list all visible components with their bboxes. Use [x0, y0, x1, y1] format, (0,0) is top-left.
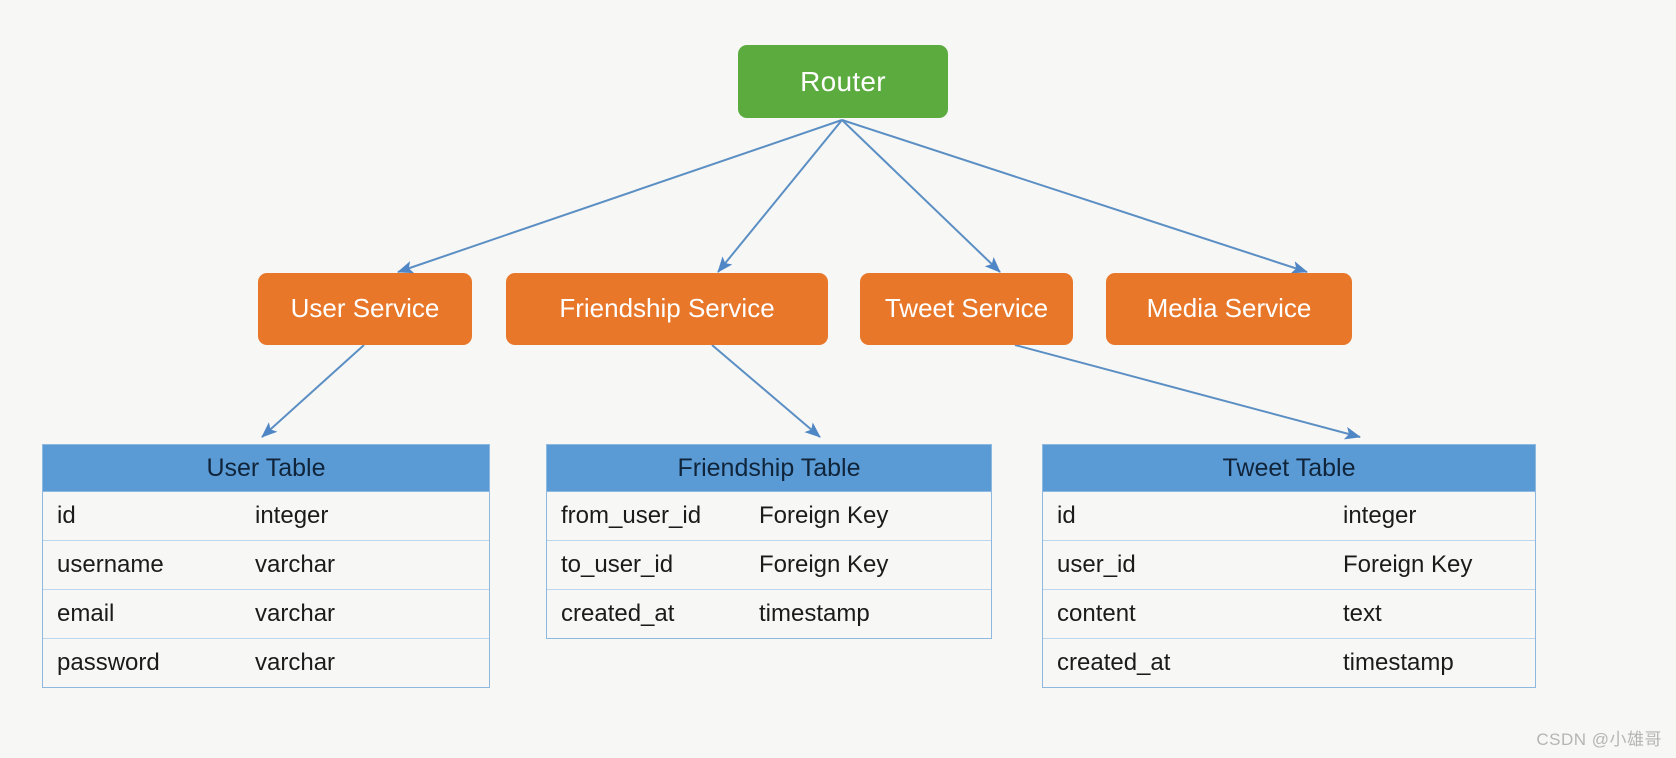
- column-name: to_user_id: [561, 551, 674, 578]
- watermark: CSDN @小雄哥: [1536, 730, 1662, 749]
- column-type: varchar: [255, 600, 336, 627]
- edge-router-to-friendship-service: [717, 119, 843, 273]
- edge-router-to-media-service: [841, 119, 1308, 274]
- column-name: id: [57, 502, 76, 529]
- node-user-table[interactable]: User Table id integer username varchar e…: [42, 444, 490, 688]
- table-row: from_user_id Foreign Key: [547, 492, 991, 541]
- table-row: id integer: [1043, 492, 1535, 541]
- user-service-label: User Service: [290, 293, 440, 324]
- column-name: content: [1057, 600, 1136, 627]
- edge-router-to-user-service: [397, 119, 843, 274]
- table-row: content text: [1043, 590, 1535, 639]
- column-type: timestamp: [1343, 649, 1454, 676]
- column-name: user_id: [1057, 551, 1136, 578]
- node-tweet-service[interactable]: Tweet Service: [860, 273, 1073, 345]
- table-row: password varchar: [43, 639, 489, 687]
- node-friendship-table[interactable]: Friendship Table from_user_id Foreign Ke…: [546, 444, 992, 639]
- column-type: varchar: [255, 649, 336, 676]
- node-friendship-service[interactable]: Friendship Service: [506, 273, 828, 345]
- node-tweet-table[interactable]: Tweet Table id integer user_id Foreign K…: [1042, 444, 1536, 688]
- column-type: Foreign Key: [1343, 551, 1473, 578]
- user-table-title: User Table: [43, 445, 489, 492]
- column-type: varchar: [255, 551, 336, 578]
- tweet-service-label: Tweet Service: [884, 293, 1049, 324]
- edge-friendship-service-to-friendship-table: [711, 344, 821, 438]
- media-service-label: Media Service: [1146, 293, 1312, 324]
- edge-router-to-tweet-service: [841, 119, 1001, 273]
- edge-tweet-service-to-tweet-table: [1014, 344, 1361, 440]
- column-name: email: [57, 600, 115, 627]
- table-row: created_at timestamp: [1043, 639, 1535, 687]
- edge-user-service-to-user-table: [261, 344, 365, 438]
- column-type: text: [1343, 600, 1382, 627]
- table-row: username varchar: [43, 541, 489, 590]
- table-row: user_id Foreign Key: [1043, 541, 1535, 590]
- column-name: password: [57, 649, 160, 676]
- column-type: Foreign Key: [759, 502, 889, 529]
- friendship-service-label: Friendship Service: [559, 293, 775, 324]
- column-name: created_at: [561, 600, 675, 627]
- column-name: id: [1057, 502, 1076, 529]
- table-row: id integer: [43, 492, 489, 541]
- column-type: integer: [255, 502, 329, 529]
- column-type: timestamp: [759, 600, 870, 627]
- router-label: Router: [800, 65, 886, 97]
- node-user-service[interactable]: User Service: [258, 273, 472, 345]
- table-row: created_at timestamp: [547, 590, 991, 638]
- table-row: to_user_id Foreign Key: [547, 541, 991, 590]
- column-name: created_at: [1057, 649, 1171, 676]
- node-media-service[interactable]: Media Service: [1106, 273, 1352, 345]
- column-type: integer: [1343, 502, 1417, 529]
- column-type: Foreign Key: [759, 551, 889, 578]
- tweet-table-title: Tweet Table: [1043, 445, 1535, 492]
- table-row: email varchar: [43, 590, 489, 639]
- column-name: username: [57, 551, 164, 578]
- column-name: from_user_id: [561, 502, 702, 529]
- friendship-table-title: Friendship Table: [547, 445, 991, 492]
- node-router[interactable]: Router: [738, 45, 948, 118]
